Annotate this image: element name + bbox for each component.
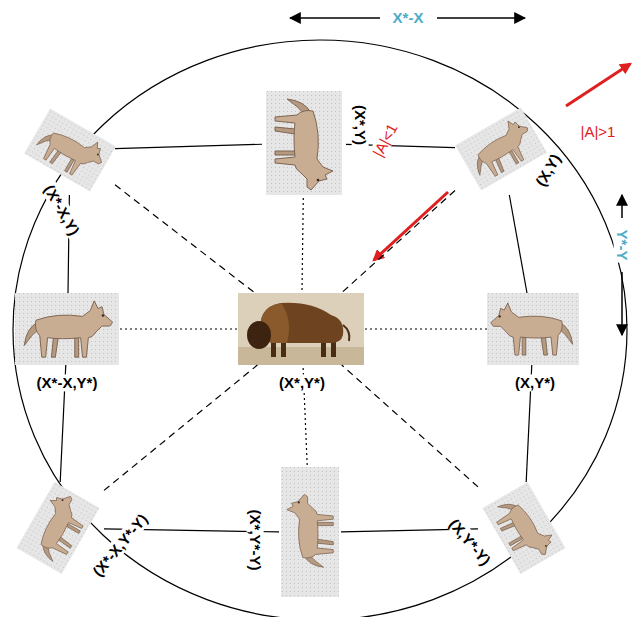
coordinate-label: (X*-X,Y*-Y) (88, 509, 153, 581)
wolf-position: (X,Y*-Y) (478, 482, 570, 574)
condition-label: |A|>1 (579, 123, 618, 140)
wolf-figure (32, 116, 109, 184)
dimension-arrow (290, 17, 380, 19)
wolf-position: (X*,Y) (262, 88, 346, 198)
wolf-picture (15, 293, 119, 365)
dimension-arrow (621, 195, 623, 218)
search-circle (13, 40, 627, 617)
bison-head (247, 321, 271, 349)
dimension-arrow (621, 272, 623, 335)
wolf-figure (287, 494, 333, 567)
attack-arrow (374, 192, 448, 260)
coordinate-label: (X*-X,Y) (40, 180, 84, 240)
bison-body (260, 303, 343, 343)
wolf-position: (X,Y) (455, 103, 547, 195)
prey-position: (X*,Y*) (238, 293, 365, 365)
wolf-picture (487, 293, 579, 365)
photo-frame (15, 293, 119, 365)
wolf-figure (275, 99, 333, 190)
spoke-line (302, 198, 303, 293)
dimension-label: X*-X (391, 9, 426, 26)
spoke-line (342, 365, 478, 487)
bison-picture (238, 293, 364, 365)
wolf-figure (491, 303, 573, 355)
wolf-figure (490, 490, 558, 567)
coordinate-label: (X,Y*) (513, 374, 557, 391)
wolf-position: (X*,Y*-Y) (279, 465, 341, 600)
wolf-picture (281, 467, 339, 597)
wolf-picture (24, 108, 116, 191)
explore-arrow (566, 64, 630, 106)
photo-ground (238, 347, 364, 365)
wolf-position: (X,Y*) (487, 293, 580, 365)
dimension-arrow (437, 17, 525, 19)
coordinate-label: (X,Y) (531, 149, 565, 191)
coordinate-label: (X*,Y*) (277, 374, 327, 391)
coordinate-label: (X*,Y*-Y) (246, 508, 263, 573)
spoke-line (115, 185, 255, 293)
condition-label: |A|<1 (368, 119, 401, 161)
photo-frame (281, 467, 339, 597)
coordinate-label: (X,Y*-Y) (444, 514, 495, 570)
spoke-line (341, 191, 455, 293)
wolf-picture (482, 482, 565, 574)
spoke-line (120, 328, 238, 329)
wolf-figure (463, 114, 540, 182)
wolf-figure (24, 301, 112, 357)
wolf-position: (X*-X,Y) (25, 105, 115, 195)
dimension-label: Y*-Y (613, 228, 630, 263)
photo-frame (482, 482, 565, 574)
wolf-position: (X*-X,Y*) (15, 293, 120, 365)
photo-frame (238, 293, 364, 365)
photo-frame (487, 293, 579, 365)
photo-frame (24, 108, 116, 191)
grid-line (509, 195, 527, 293)
bison-tail (343, 325, 349, 341)
photo-frame (16, 482, 99, 574)
photo-frame (266, 91, 342, 195)
spoke-line (365, 328, 487, 329)
wolf-picture (16, 482, 99, 574)
bison-legs (271, 341, 336, 357)
coordinate-label: (X*-X,Y*) (35, 374, 100, 391)
coordinate-label: (X*,Y) (351, 103, 368, 147)
wolf-position: (X*-X,Y*-Y) (12, 482, 104, 574)
wolf-figure (24, 489, 92, 566)
wolf-picture (266, 91, 342, 195)
grid-line (115, 144, 262, 148)
spoke-line (104, 365, 257, 490)
